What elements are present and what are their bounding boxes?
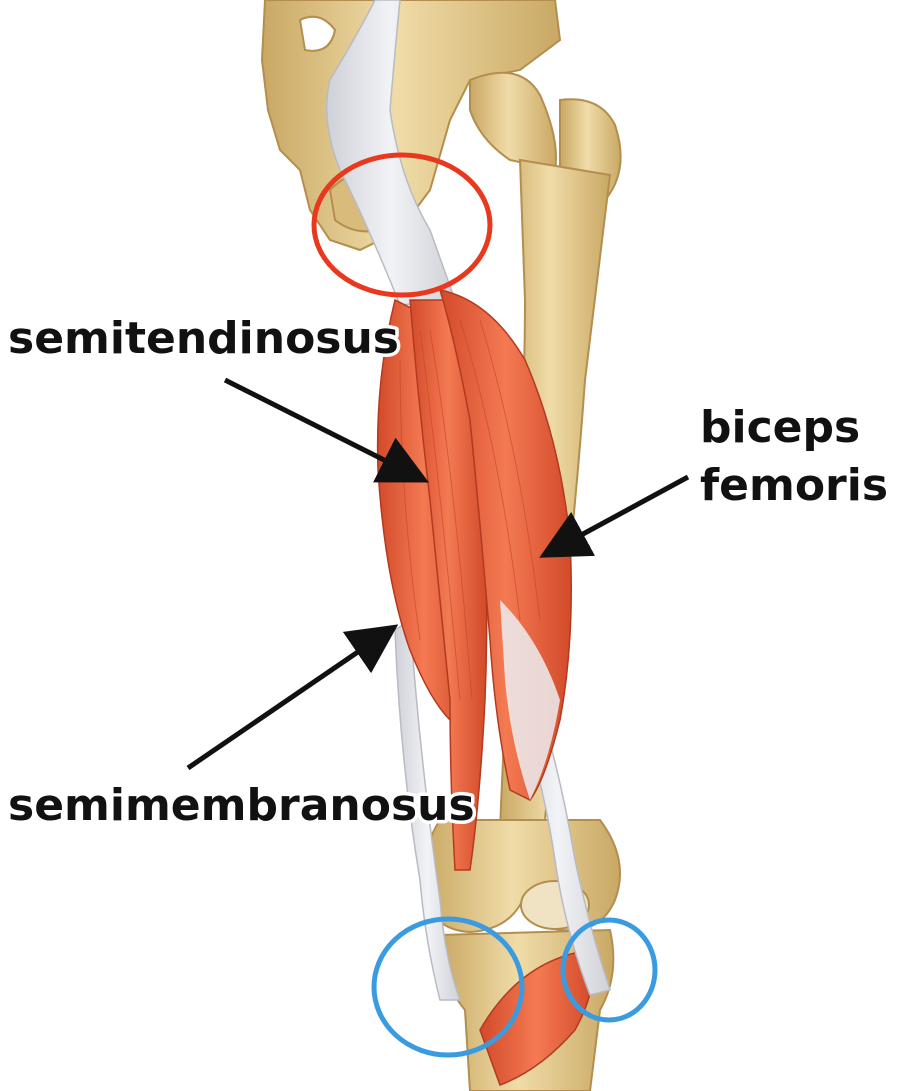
- insertion-highlight-circle-lateral: [560, 917, 658, 1023]
- semimembranosus-arrow: [186, 624, 399, 771]
- biceps-femoris-arrow: [539, 474, 690, 558]
- muscle-fibers: [399, 319, 541, 701]
- label-semitendinosus: semitendinosus: [8, 313, 399, 364]
- origin-highlight-ellipse: [311, 152, 493, 298]
- biceps-femoris-muscle: [438, 289, 572, 801]
- label-semimembranosus: semimembranosus: [8, 780, 475, 831]
- distal-tendon-medial: [394, 618, 462, 1001]
- insertion-highlight-circle-medial: [371, 916, 525, 1058]
- proximal-tendon: [325, 0, 457, 306]
- label-femoris: femoris: [700, 460, 888, 511]
- label-biceps: biceps: [700, 402, 860, 453]
- semitendinosus-arrow: [223, 377, 429, 483]
